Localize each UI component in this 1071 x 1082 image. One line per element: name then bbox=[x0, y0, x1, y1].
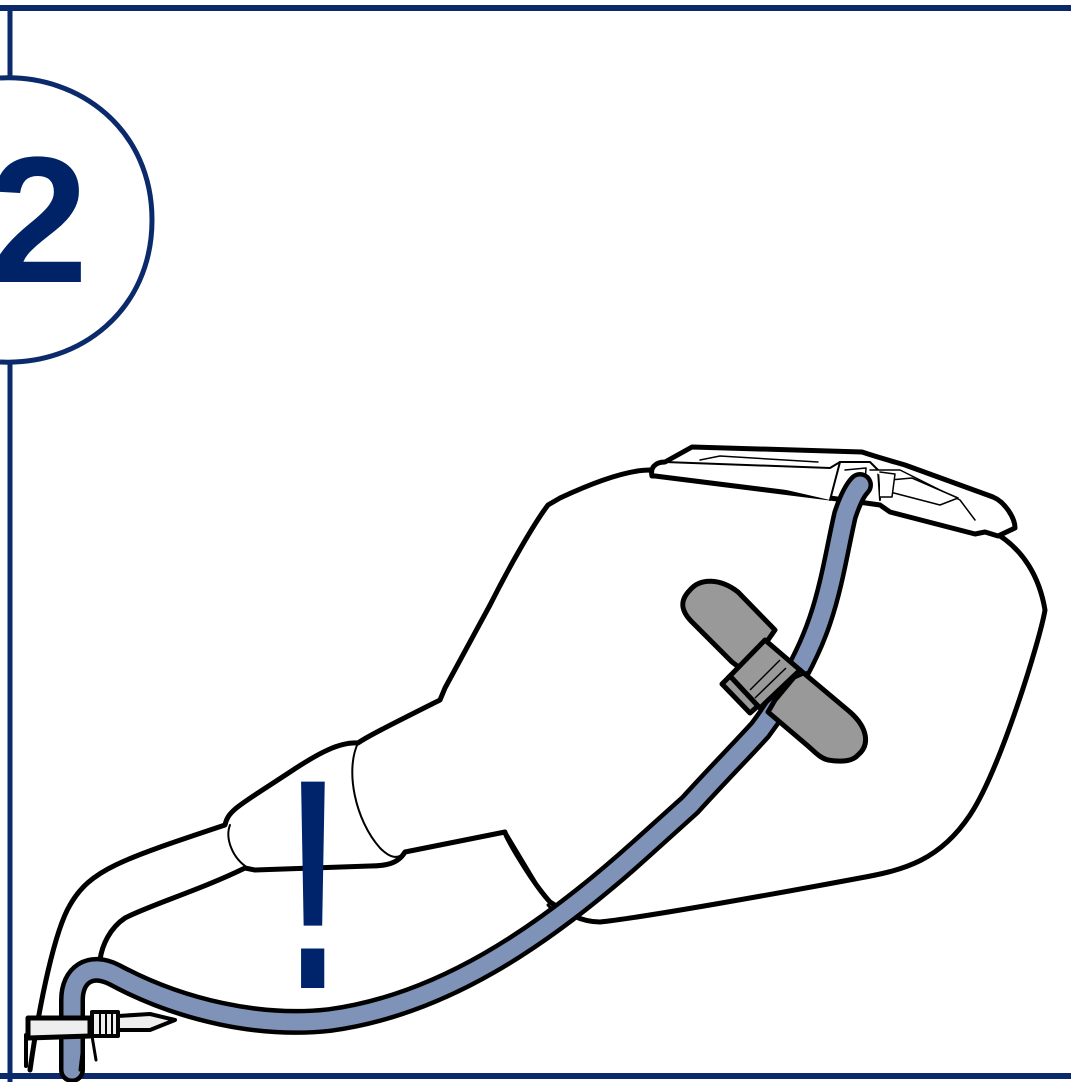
warning-indicator: ! bbox=[286, 718, 341, 1053]
shoe-outline bbox=[30, 470, 1045, 1070]
warning-mark: ! bbox=[286, 718, 341, 1053]
step-number: 2 bbox=[0, 120, 88, 321]
step-badge: 2 bbox=[0, 78, 152, 362]
